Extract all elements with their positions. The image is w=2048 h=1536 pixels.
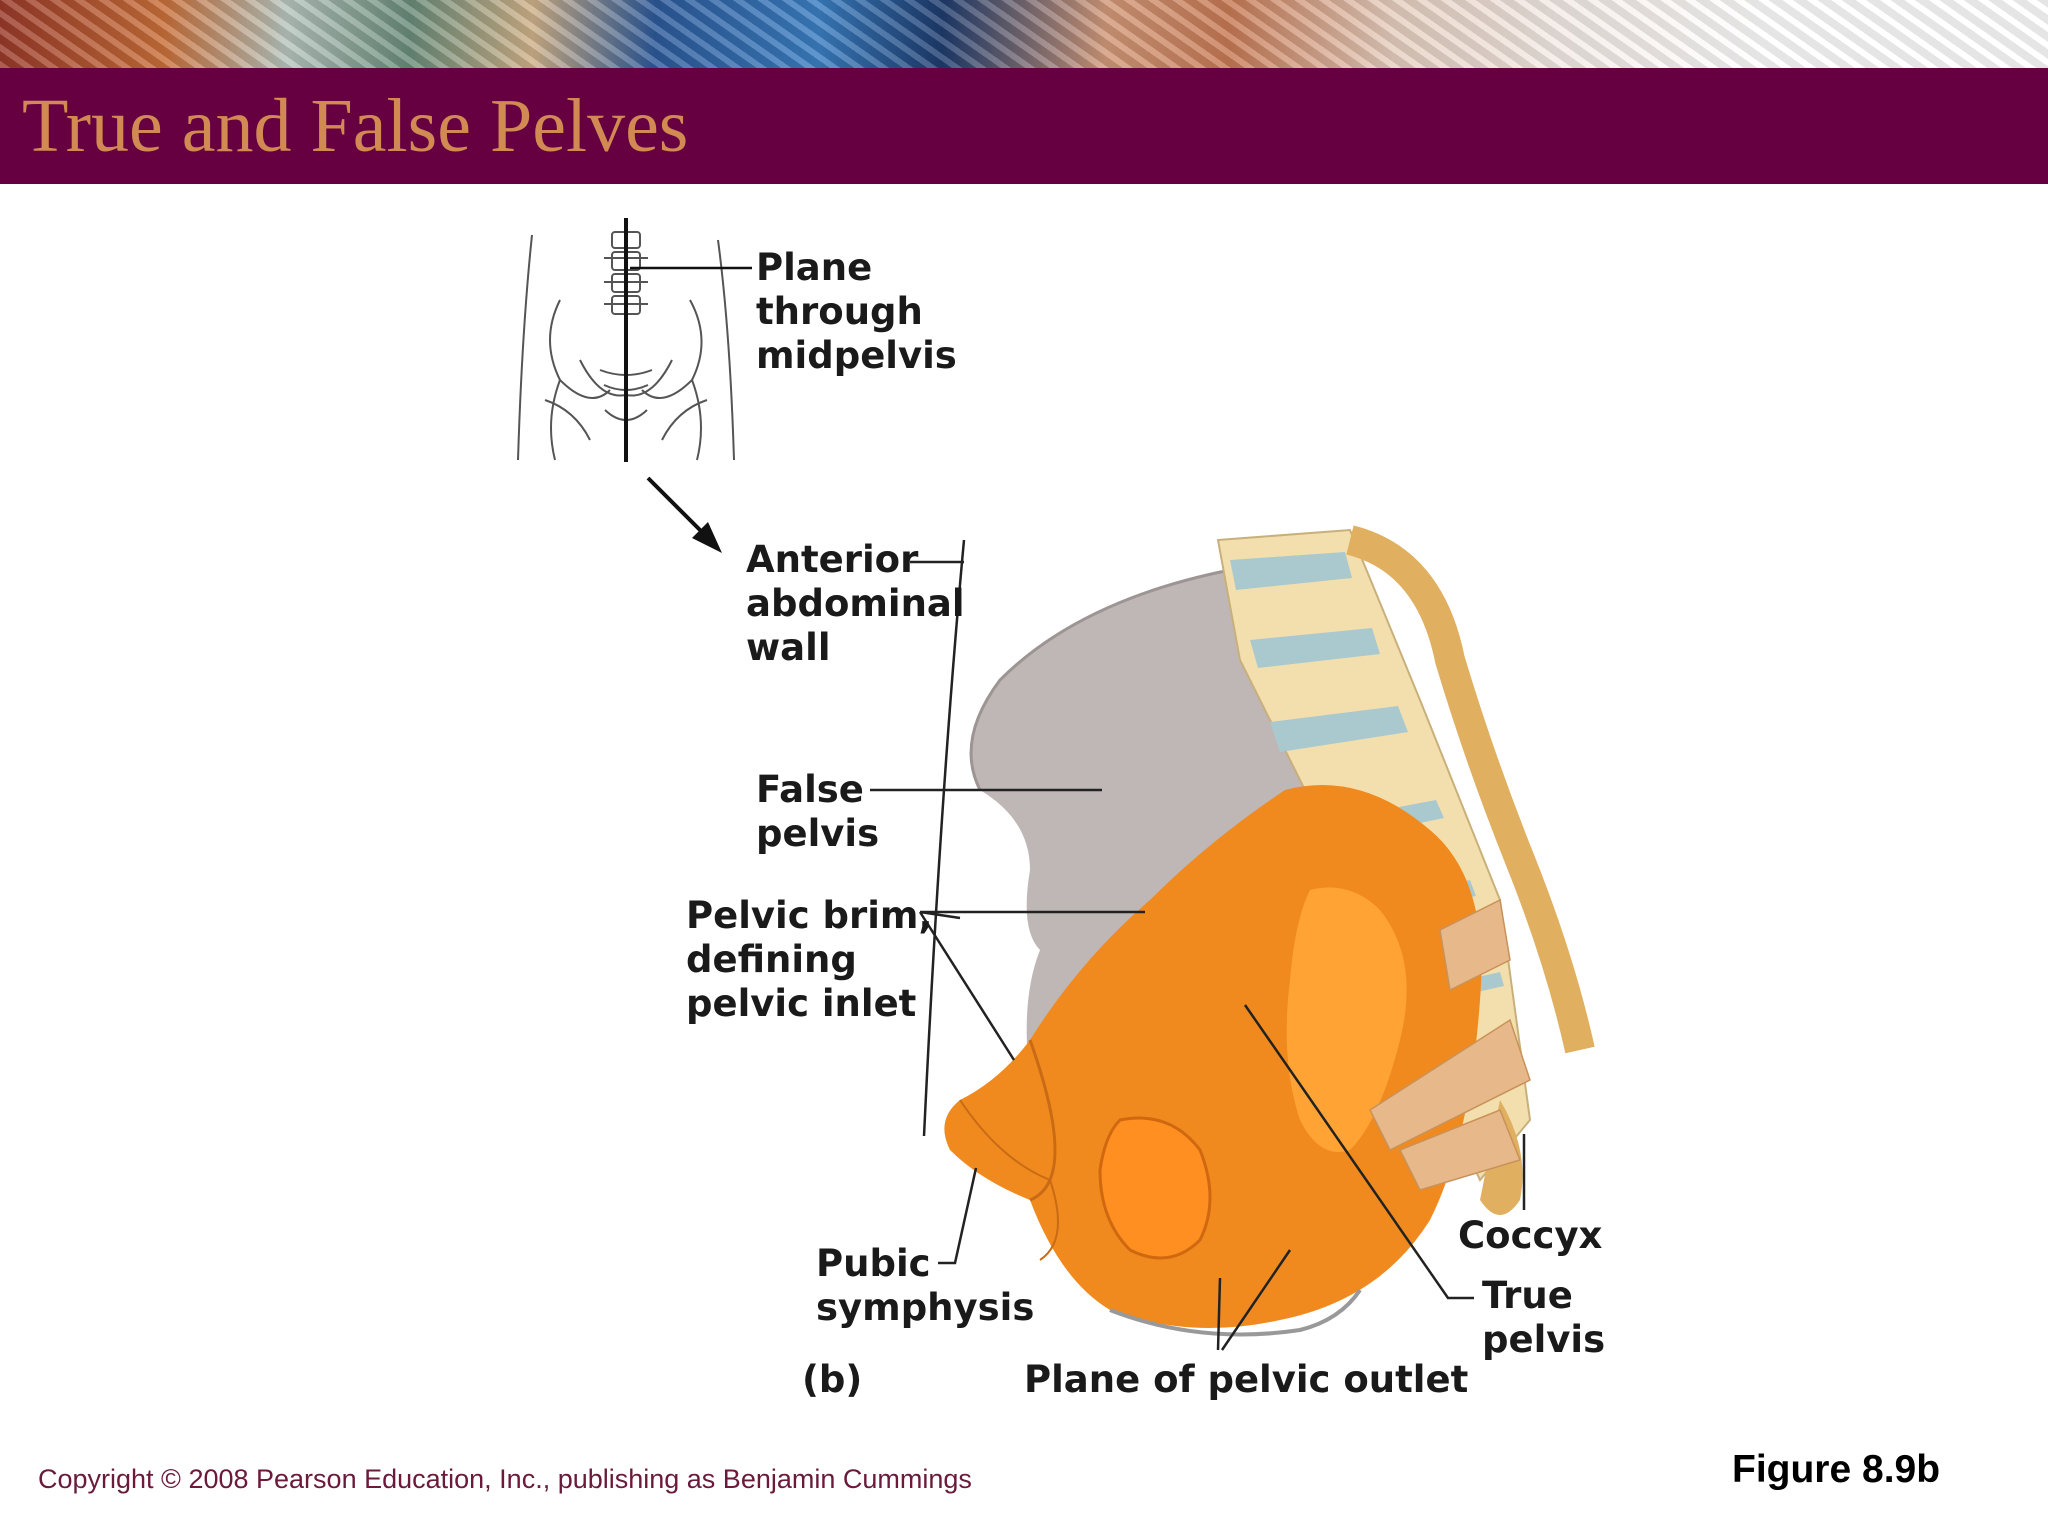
label-true-pelvis: True pelvis [1482, 1274, 1605, 1362]
label-coccyx: Coccyx [1458, 1214, 1603, 1257]
label-pubic-symphysis: Pubic symphysis [816, 1242, 1034, 1330]
false-pelvis-edge [969, 568, 1231, 791]
sacral-ligaments [1369, 898, 1531, 1191]
hip-bone [944, 785, 1482, 1328]
label-line: pelvic inlet [686, 982, 917, 1025]
figure-number: Figure 8.9b [1732, 1448, 1941, 1491]
leader-pelvic-outlet [1216, 1249, 1292, 1351]
arrow-shaft [646, 476, 712, 542]
label-line: midpelvis [756, 334, 957, 377]
label-line: Pubic [816, 1242, 931, 1285]
label-line: pelvis [1482, 1318, 1606, 1361]
leader-pubic-symphysis [938, 1167, 978, 1265]
anterior-wall-bracket [910, 539, 966, 1137]
leader-pelvic-brim [918, 910, 1145, 1061]
label-line: through [756, 290, 923, 333]
label-line: pelvis [756, 812, 880, 855]
label-anterior-abdominal-wall: Anterior abdominal wall [746, 538, 965, 670]
label-line: Anterior [746, 538, 919, 581]
label-plane-through-midpelvis: Plane through midpelvis [756, 246, 957, 378]
label-line: Plane [756, 246, 873, 289]
label-plane-of-pelvic-outlet: Plane of pelvic outlet [1024, 1358, 1469, 1401]
leader-true-pelvis [1243, 1004, 1474, 1300]
label-line: Pelvic brim, [686, 894, 933, 937]
banner-artwork [0, 0, 2048, 68]
slide-title: True and False Pelves [22, 84, 689, 168]
label-false-pelvis: False pelvis [756, 768, 879, 856]
title-bar [0, 68, 2048, 184]
obturator-foramen [1098, 1116, 1212, 1260]
label-pelvic-brim: Pelvic brim, defining pelvic inlet [686, 894, 933, 1026]
copyright-notice: Copyright © 2008 Pearson Education, Inc.… [38, 1464, 972, 1494]
label-line: False [756, 768, 864, 811]
label-line: defining [686, 938, 857, 981]
label-line: wall [746, 626, 831, 669]
label-line: symphysis [816, 1286, 1035, 1329]
sacroiliac-surface [1286, 887, 1407, 1152]
label-line: abdominal [746, 582, 965, 625]
label-line: True [1482, 1274, 1573, 1317]
pelvic-outlet-rim [1109, 1288, 1362, 1337]
arrow-head-icon [692, 522, 722, 553]
panel-label: (b) [802, 1358, 863, 1401]
